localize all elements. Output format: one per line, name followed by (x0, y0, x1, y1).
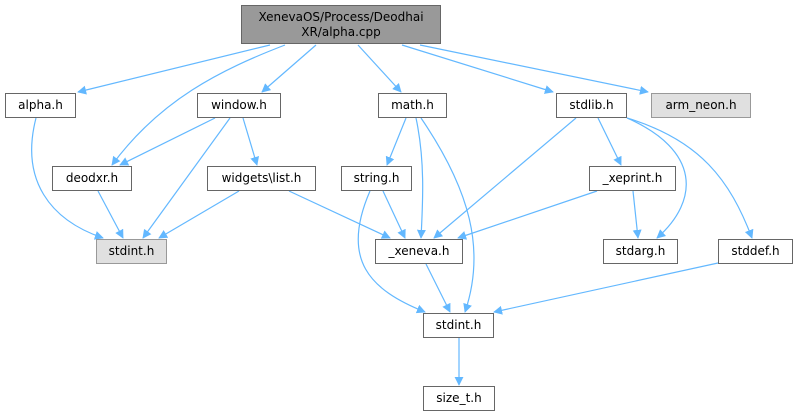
edge-string-to-stdint (357, 190, 426, 314)
edge-root-to-stdlib (401, 44, 554, 94)
edge-stdlib-to-stdarg (626, 117, 687, 239)
edge-root-to-deodxr (111, 44, 286, 166)
edge-window-to-stdint_ext (142, 117, 231, 239)
node-window-h[interactable]: window.h (197, 93, 281, 118)
edge-stdlib-to-stddef (626, 117, 754, 239)
node-deodxr-h[interactable]: deodxr.h (52, 166, 132, 191)
edge-root-to-alpha (77, 44, 271, 95)
node-alpha-h[interactable]: alpha.h (5, 93, 76, 118)
edge-alpha-to-stdint_ext (31, 117, 104, 240)
edge-xeneva-to-stdint (425, 263, 451, 313)
node-size-t-h[interactable]: size_t.h (423, 386, 495, 411)
node-stdint-h[interactable]: stdint.h (423, 313, 494, 338)
edge-math-to-string (385, 117, 407, 166)
edge-math-to-stdint (420, 117, 475, 313)
node-root-alpha-cpp[interactable]: XenevaOS/Process/Deodhai XR/alpha.cpp (241, 5, 441, 44)
edge-root-to-arm_neon (419, 44, 649, 95)
edge-xeprint-to-stdarg (632, 190, 642, 239)
node-stdarg-h[interactable]: stdarg.h (603, 239, 678, 264)
edge-stddef-to-stdint (493, 262, 719, 315)
node-xeneva-h[interactable]: _xeneva.h (375, 239, 463, 264)
node-arm-neon-h: arm_neon.h (651, 93, 751, 118)
edge-deodxr-to-stdint_ext (97, 190, 124, 239)
node-string-h[interactable]: string.h (341, 166, 412, 191)
edge-widgets_list-to-stdint_ext (158, 190, 240, 239)
edge-root-to-window (261, 44, 317, 93)
node-stddef-h[interactable]: stddef.h (718, 239, 793, 264)
edge-window-to-deodxr (119, 117, 216, 166)
node-stdint-h-external: stdint.h (96, 239, 167, 264)
node-xeprint-h[interactable]: _xeprint.h (589, 166, 676, 191)
node-widgets-list-h[interactable]: widgets\list.h (207, 166, 316, 191)
node-stdlib-h[interactable]: stdlib.h (556, 93, 627, 118)
node-math-h[interactable]: math.h (378, 93, 447, 118)
edge-math-to-xeneva (415, 117, 426, 239)
edge-root-to-math (357, 44, 402, 93)
edge-stdlib-to-xeneva (433, 117, 577, 239)
edge-window-to-widgets_list (242, 117, 260, 166)
edge-string-to-xeneva (382, 190, 406, 239)
edge-widgets_list-to-xeneva (288, 190, 391, 239)
edge-xeprint-to-xeneva (457, 190, 598, 240)
edge-stdlib-to-xeprint (597, 117, 622, 166)
